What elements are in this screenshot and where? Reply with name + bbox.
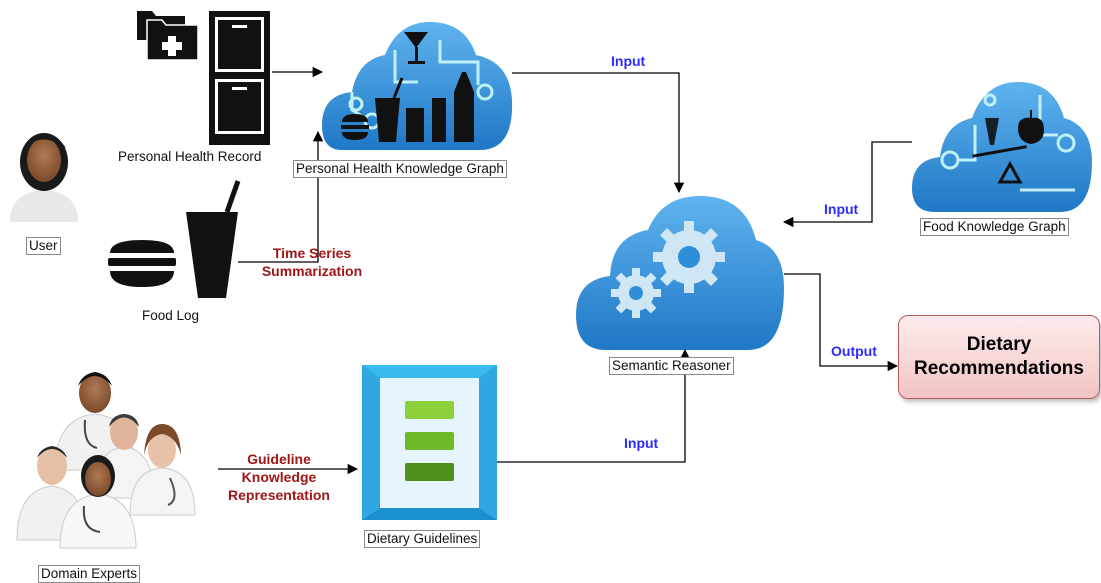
food-log-label: Food Log: [142, 308, 200, 323]
gear-icon: [611, 221, 725, 318]
dietary-recommendations-box: Dietary Recommendations: [898, 315, 1100, 399]
time-series-summarization-label: Time Series Summarization: [261, 245, 363, 279]
semantic-reasoner-icon: [576, 196, 784, 350]
semantic-reasoner-label: Semantic Reasoner: [609, 357, 734, 375]
edge-foodkg-to-reasoner: [782, 141, 912, 228]
folder-medical-icon: [137, 11, 199, 61]
file-cabinet-icon: [209, 11, 270, 145]
output-label: Output: [831, 343, 877, 359]
food-kg-label: Food Knowledge Graph: [920, 218, 1069, 236]
personal-health-record-label: Personal Health Record: [118, 149, 262, 164]
phkg-input-label: Input: [611, 53, 646, 69]
personal-health-kg-label: Personal Health Knowledge Graph: [293, 160, 507, 178]
edge-phkg-to-reasoner: [512, 72, 685, 194]
dietary-guidelines-icon: [362, 365, 497, 520]
foodkg-input-label: Input: [824, 201, 859, 217]
guidelines-input-label: Input: [624, 435, 659, 451]
food-log-icon: [108, 180, 241, 298]
user-avatar: [10, 133, 78, 222]
edge-reasoner-to-output: [784, 273, 899, 372]
dietary-recommendations-label: Dietary Recommendations: [914, 334, 1084, 379]
connectors: [218, 66, 912, 475]
dietary-guidelines-label: Dietary Guidelines: [364, 530, 481, 548]
personal-health-kg-icon: [322, 22, 513, 150]
domain-experts-avatar: [16, 372, 196, 549]
edge-guidelines-to-reasoner: [497, 348, 691, 463]
guideline-knowledge-representation-label: Guideline Knowledge Representation: [228, 451, 330, 503]
food-kg-icon: [912, 82, 1092, 212]
domain-experts-label: Domain Experts: [38, 565, 141, 583]
user-label: User: [26, 237, 61, 255]
